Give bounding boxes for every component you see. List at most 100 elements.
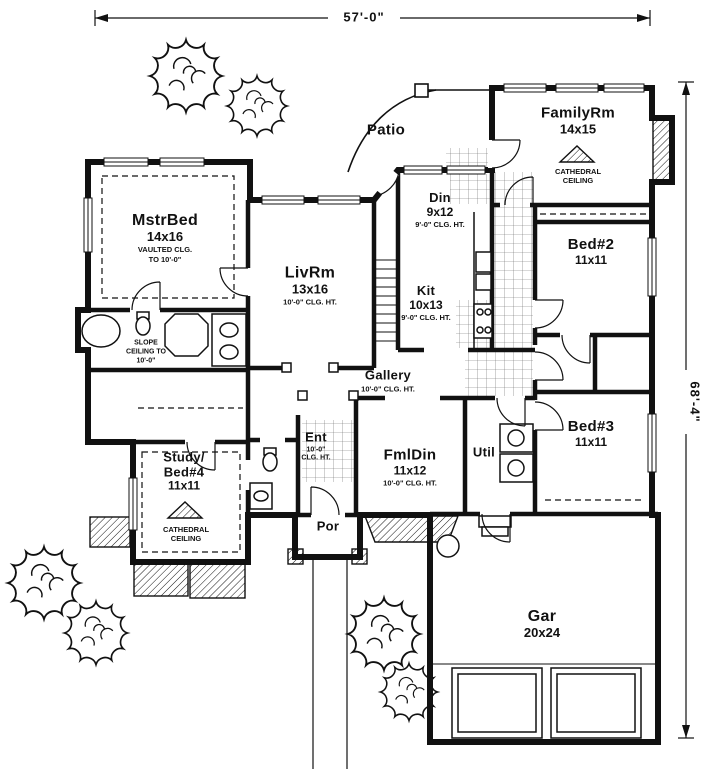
dimension-height-label: 68'-4" (686, 376, 702, 428)
cathedral-ceiling-icon (558, 145, 596, 163)
door-swings (131, 139, 591, 543)
ceiling-note: CATHEDRAL CEILING (162, 525, 210, 544)
room-label-din: Din 9x12 9'-0" CLG. HT. (415, 189, 465, 229)
ceiling-note: VAULTED CLG. TO 10'-0" (137, 245, 193, 264)
ceiling-note: 10'-0" CLG. HT. (283, 298, 337, 308)
room-size: 13x16 (291, 281, 329, 297)
room-label-kit: Kit 10x13 9'-0" CLG. HT. (401, 282, 451, 322)
cathedral-ceiling-icon (166, 501, 204, 519)
room-label-familyrm: FamilyRm 14x15 (541, 105, 615, 136)
room-label-mstrbed: MstrBed 14x16 VAULTED CLG. TO 10'-0" (132, 212, 198, 264)
window (83, 83, 657, 531)
ceiling-note: CATHEDRAL CEILING (554, 167, 602, 186)
fixtures (81, 212, 655, 769)
windows (83, 83, 657, 531)
column (328, 362, 339, 373)
interior-walls (88, 170, 658, 518)
room-label-bed3: Bed#3 11x11 (567, 417, 615, 449)
room-label-study-bed4: Study/ Bed#4 11x11 (163, 449, 205, 494)
room-name: Din (429, 189, 451, 205)
toilet (262, 452, 278, 472)
room-name: MstrBed (131, 211, 199, 229)
ceiling-note: 9'-0" CLG. HT. (401, 312, 451, 322)
tree-icon (149, 39, 223, 113)
room-size: 11x11 (167, 478, 201, 493)
shower (164, 313, 209, 357)
room-name: Ent (305, 429, 327, 445)
room-label-por: Por (316, 518, 340, 535)
column (297, 390, 308, 401)
room-name: Bed#3 (567, 417, 615, 435)
dimension-line-top (94, 10, 651, 26)
column (281, 362, 292, 373)
planter (133, 563, 189, 597)
ceiling-note: 9'-0" CLG. HT. (415, 219, 465, 229)
room-size: 11x11 (574, 434, 608, 449)
room-label-livrm: LivRm 13x16 10'-0" CLG. HT. (283, 265, 337, 308)
bathtub (81, 314, 121, 348)
hatched-elements (89, 118, 673, 599)
room-name: Por (316, 518, 340, 534)
cathedral-ceiling-outline (141, 451, 241, 553)
room-note-familyrm: CATHEDRAL CEILING (550, 166, 606, 186)
tree-icon (347, 597, 421, 671)
planter (89, 516, 131, 548)
room-label-ent: Ent 10'-0" CLG. HT. (299, 430, 333, 463)
room-size: 14x16 (146, 228, 184, 244)
dryer (499, 453, 534, 483)
sink (219, 344, 239, 360)
room-label-bed2: Bed#2 11x11 (567, 235, 615, 267)
room-name: Gallery (364, 367, 412, 383)
room-name: Study/ (163, 449, 205, 465)
room-size: 9x12 (426, 204, 454, 219)
tree-icon (226, 75, 288, 137)
dimension-width-label: 57'-0" (338, 10, 390, 26)
water-heater (436, 534, 460, 558)
room-label-gallery: Gallery 10'-0" CLG. HT. (361, 367, 415, 394)
fireplace (652, 118, 673, 182)
room-size: 14x15 (559, 121, 597, 137)
room-label-patio: Patio (366, 121, 406, 140)
ceiling-note: 10'-0" CLG. HT. (361, 384, 415, 394)
room-size: 10x13 (409, 297, 443, 312)
ceiling-note: 10'-0" CLG. HT. (383, 478, 437, 488)
kitchen-sink (475, 251, 492, 273)
room-label-fmldin: FmlDin 11x12 10'-0" CLG. HT. (383, 446, 437, 489)
dimension-line-right (678, 81, 694, 739)
room-size: 11x12 (393, 463, 427, 478)
room-name: FmlDin (383, 446, 437, 464)
room-name: Kit (416, 282, 436, 298)
ceiling-note: 10'-0" CLG. HT. (301, 446, 331, 462)
room-size: 11x11 (574, 252, 608, 267)
room-name: Gar (527, 607, 557, 625)
dashed-lines (101, 175, 646, 553)
sink (253, 490, 269, 502)
room-name: Bed#4 (163, 464, 205, 480)
porch-column (351, 548, 368, 565)
porch-column (287, 548, 304, 565)
tree-icon (63, 600, 129, 666)
walkway (312, 558, 348, 769)
room-name: FamilyRm (540, 104, 616, 122)
step (481, 526, 509, 537)
room-name: Bed#2 (567, 235, 615, 253)
toilet (135, 316, 151, 336)
sink (219, 322, 239, 338)
room-name: LivRm (284, 264, 336, 282)
room-label-util: Util (472, 444, 496, 461)
tree-icon (7, 546, 81, 620)
room-note-study: CATHEDRAL CEILING (158, 524, 214, 544)
patio-edge (347, 83, 492, 173)
room-name: Patio (366, 121, 406, 139)
column (348, 390, 359, 401)
room-size: 20x24 (523, 624, 561, 640)
kitchen-sink (475, 273, 492, 291)
pantry-shelves (376, 259, 396, 342)
room-label-gar: Gar 20x24 (524, 608, 560, 640)
tile-floors (302, 148, 533, 482)
slope-ceiling-note: SLOPE CEILING TO 10'-0" (126, 339, 166, 364)
vaulted-ceiling-outline (101, 175, 235, 299)
room-name: Util (472, 444, 496, 460)
